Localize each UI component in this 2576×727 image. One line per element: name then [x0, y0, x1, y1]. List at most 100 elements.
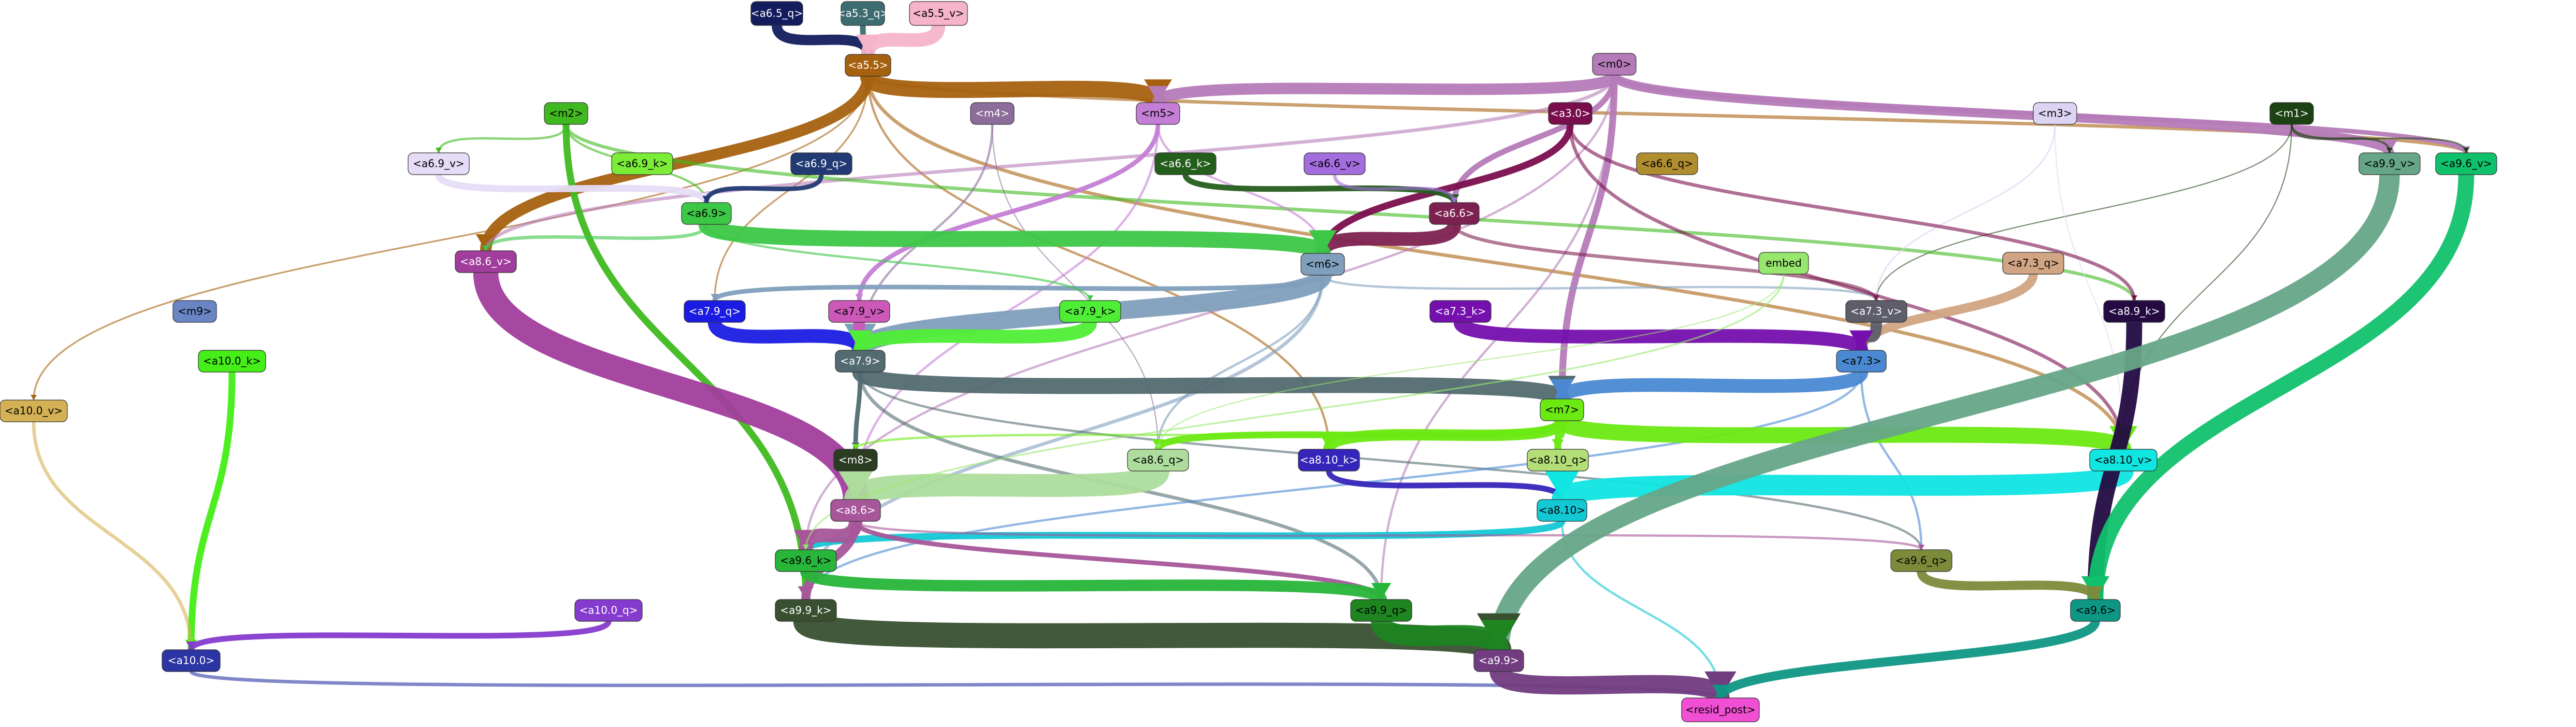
- node-m8[interactable]: <m8>: [833, 449, 878, 472]
- node-a7-9[interactable]: <a7.9>: [835, 350, 886, 373]
- node-box: [775, 599, 837, 622]
- node-m0[interactable]: <m0>: [1592, 53, 1637, 76]
- node-a7-3-q[interactable]: <a7.3_q>: [2002, 252, 2064, 275]
- node-a7-9-q[interactable]: <a7.9_q>: [684, 300, 746, 323]
- node-box: [198, 350, 266, 373]
- node-a8-10-q[interactable]: <a8.10_q>: [1527, 449, 1589, 472]
- node-a10-0-v[interactable]: <a10.0_v>: [0, 400, 68, 422]
- edge-a8_6-to-a9_6_q: [854, 520, 1923, 551]
- node-label: <a7.3>: [1841, 355, 1882, 367]
- node-a7-9-k[interactable]: <a7.9_k>: [1059, 300, 1121, 323]
- node-box: [1548, 102, 1593, 125]
- node-a5-5-v[interactable]: <a5.5_v>: [909, 1, 968, 26]
- node-a7-3[interactable]: <a7.3>: [1836, 350, 1887, 373]
- node-a9-6-k[interactable]: <a9.6_k>: [775, 549, 837, 572]
- node-a5-3-q[interactable]: <a5.3_q>: [837, 1, 889, 26]
- edge-embed-to-a8_6_q: [1157, 273, 1785, 450]
- edge-arrowhead-a5_5_v-to-a5_5: [856, 34, 880, 54]
- edge-arrowhead-a6_9-to-m6: [1309, 230, 1337, 253]
- node-a9-6[interactable]: <a9.6>: [2070, 599, 2121, 622]
- edge-arrowhead-m1-to-a9_9_v: [2386, 148, 2393, 153]
- node-a10-0-q[interactable]: <a10.0_q>: [574, 599, 643, 622]
- node-a6-6-k[interactable]: <a6.6_k>: [1154, 152, 1217, 175]
- edge-embed-to-a9_6_k: [805, 273, 1785, 551]
- edge-m0-to-m5: [1152, 69, 1620, 108]
- node-a8-6[interactable]: <a8.6>: [830, 499, 881, 522]
- edge-arrowhead-a8_6_q-to-a8_6: [835, 466, 876, 500]
- node-a6-9-v[interactable]: <a6.9_v>: [408, 152, 470, 175]
- node-a6-5-q[interactable]: <a6.5_q>: [750, 1, 803, 26]
- node-a6-9-k[interactable]: <a6.9_k>: [611, 152, 673, 175]
- node-a9-9-k[interactable]: <a9.9_k>: [775, 599, 837, 622]
- node-a10-0-k[interactable]: <a10.0_k>: [198, 350, 266, 373]
- node-a8-10-k[interactable]: <a8.10_k>: [1298, 449, 1360, 472]
- node-label: <m5>: [1141, 107, 1175, 120]
- node-a9-6-q[interactable]: <a9.6_q>: [1890, 549, 1952, 572]
- node-a9-9-v[interactable]: <a9.9_v>: [2358, 152, 2421, 175]
- node-a6-6-v[interactable]: <a6.6_v>: [1304, 152, 1366, 175]
- node-box: [841, 1, 885, 26]
- edge-a9_6-to-resid_post: [1716, 617, 2100, 703]
- node-box: [1127, 449, 1189, 472]
- node-a6-9-q[interactable]: <a6.9_q>: [790, 152, 852, 175]
- edge-arrowhead-a7_3-to-m7: [1550, 379, 1574, 399]
- node-box: [2070, 599, 2121, 622]
- edge-a7_3_k-to-a7_3: [1453, 315, 1869, 358]
- node-label: <a10.0_k>: [203, 355, 261, 367]
- node-m1[interactable]: <m1>: [2269, 102, 2314, 125]
- node-a6-6[interactable]: <a6.6>: [1429, 202, 1480, 225]
- node-a10-0[interactable]: <a10.0>: [162, 649, 221, 672]
- edge-arrowhead-a9_9_q-to-a9_9: [1481, 620, 1517, 650]
- edge-a3_0-to-a8_9_k: [1568, 122, 2136, 303]
- node-label: <a7.3_v>: [1850, 305, 1902, 318]
- edge-a3_0-to-m6: [1319, 121, 1574, 257]
- edge-arrowhead-a9_6_k-to-a9_9_q: [1371, 583, 1392, 600]
- node-m6[interactable]: <m6>: [1300, 253, 1345, 276]
- edge-a7_9-to-m8: [853, 369, 863, 452]
- edge-m3-to-a8_10_v: [2054, 123, 2124, 450]
- edge-a6_6_v-to-a6_6: [1333, 173, 1456, 205]
- edge-arrowhead-a8_10_v-to-a8_10: [1544, 469, 1580, 500]
- node-box: [2435, 152, 2497, 175]
- edge-arrowhead-a3_0-to-a8_9_k: [2131, 295, 2137, 301]
- node-box: [611, 152, 673, 175]
- node-a7-3-v[interactable]: <a7.3_v>: [1845, 300, 1907, 323]
- node-label: <a7.9>: [840, 355, 880, 367]
- node-a9-9[interactable]: <a9.9>: [1473, 649, 1524, 672]
- node-m4[interactable]: <m4>: [970, 102, 1015, 125]
- node-label: <a9.6_q>: [1895, 554, 1947, 567]
- node-a9-6-v[interactable]: <a9.6_v>: [2435, 152, 2497, 175]
- node-a7-3-k[interactable]: <a7.3_k>: [1429, 300, 1492, 323]
- node-a6-9[interactable]: <a6.9>: [681, 202, 732, 225]
- node-a6-6-q[interactable]: <a6.6_q>: [1636, 152, 1698, 175]
- node-label: <a10.0_q>: [580, 604, 638, 617]
- edge-m7-to-m8: [854, 419, 1564, 451]
- node-a3-0[interactable]: <a3.0>: [1548, 102, 1593, 125]
- edge-arrowhead-a5_5-to-a10_0_v: [31, 395, 37, 400]
- node-label: <a6.6>: [1434, 207, 1474, 220]
- node-a8-6-q[interactable]: <a8.6_q>: [1127, 449, 1189, 472]
- node-box: [830, 499, 881, 522]
- node-a9-9-q[interactable]: <a9.9_q>: [1350, 599, 1412, 622]
- node-a8-10[interactable]: <a8.10>: [1537, 499, 1587, 522]
- node-m9[interactable]: <m9>: [172, 300, 217, 323]
- edge-a6_9-to-a7_9_k: [705, 223, 1092, 302]
- node-a5-5[interactable]: <a5.5>: [845, 54, 891, 77]
- node-label: <m3>: [2038, 107, 2072, 120]
- node-box: [1537, 499, 1587, 522]
- node-label: <m9>: [178, 305, 212, 318]
- node-a8-6-v[interactable]: <a8.6_v>: [455, 250, 517, 273]
- node-label: <a6.9_v>: [413, 158, 464, 170]
- node-box: [2002, 252, 2064, 275]
- edge-arrowhead-m0-to-m5: [1148, 86, 1168, 103]
- node-resid-post[interactable]: <resid_post>: [1681, 697, 1760, 722]
- node-m5[interactable]: <m5>: [1136, 102, 1180, 125]
- node-label: <a5.5_v>: [913, 7, 964, 20]
- node-a7-9-v[interactable]: <a7.9_v>: [828, 300, 890, 323]
- node-a8-10-v[interactable]: <a8.10_v>: [2089, 449, 2158, 472]
- node-m7[interactable]: <m7>: [1540, 398, 1584, 421]
- node-m2[interactable]: <m2>: [544, 102, 588, 125]
- node-m3[interactable]: <m3>: [2033, 102, 2077, 125]
- node-a8-9-k[interactable]: <a8.9_k>: [2103, 300, 2165, 323]
- node-embed[interactable]: embed: [1758, 252, 1809, 275]
